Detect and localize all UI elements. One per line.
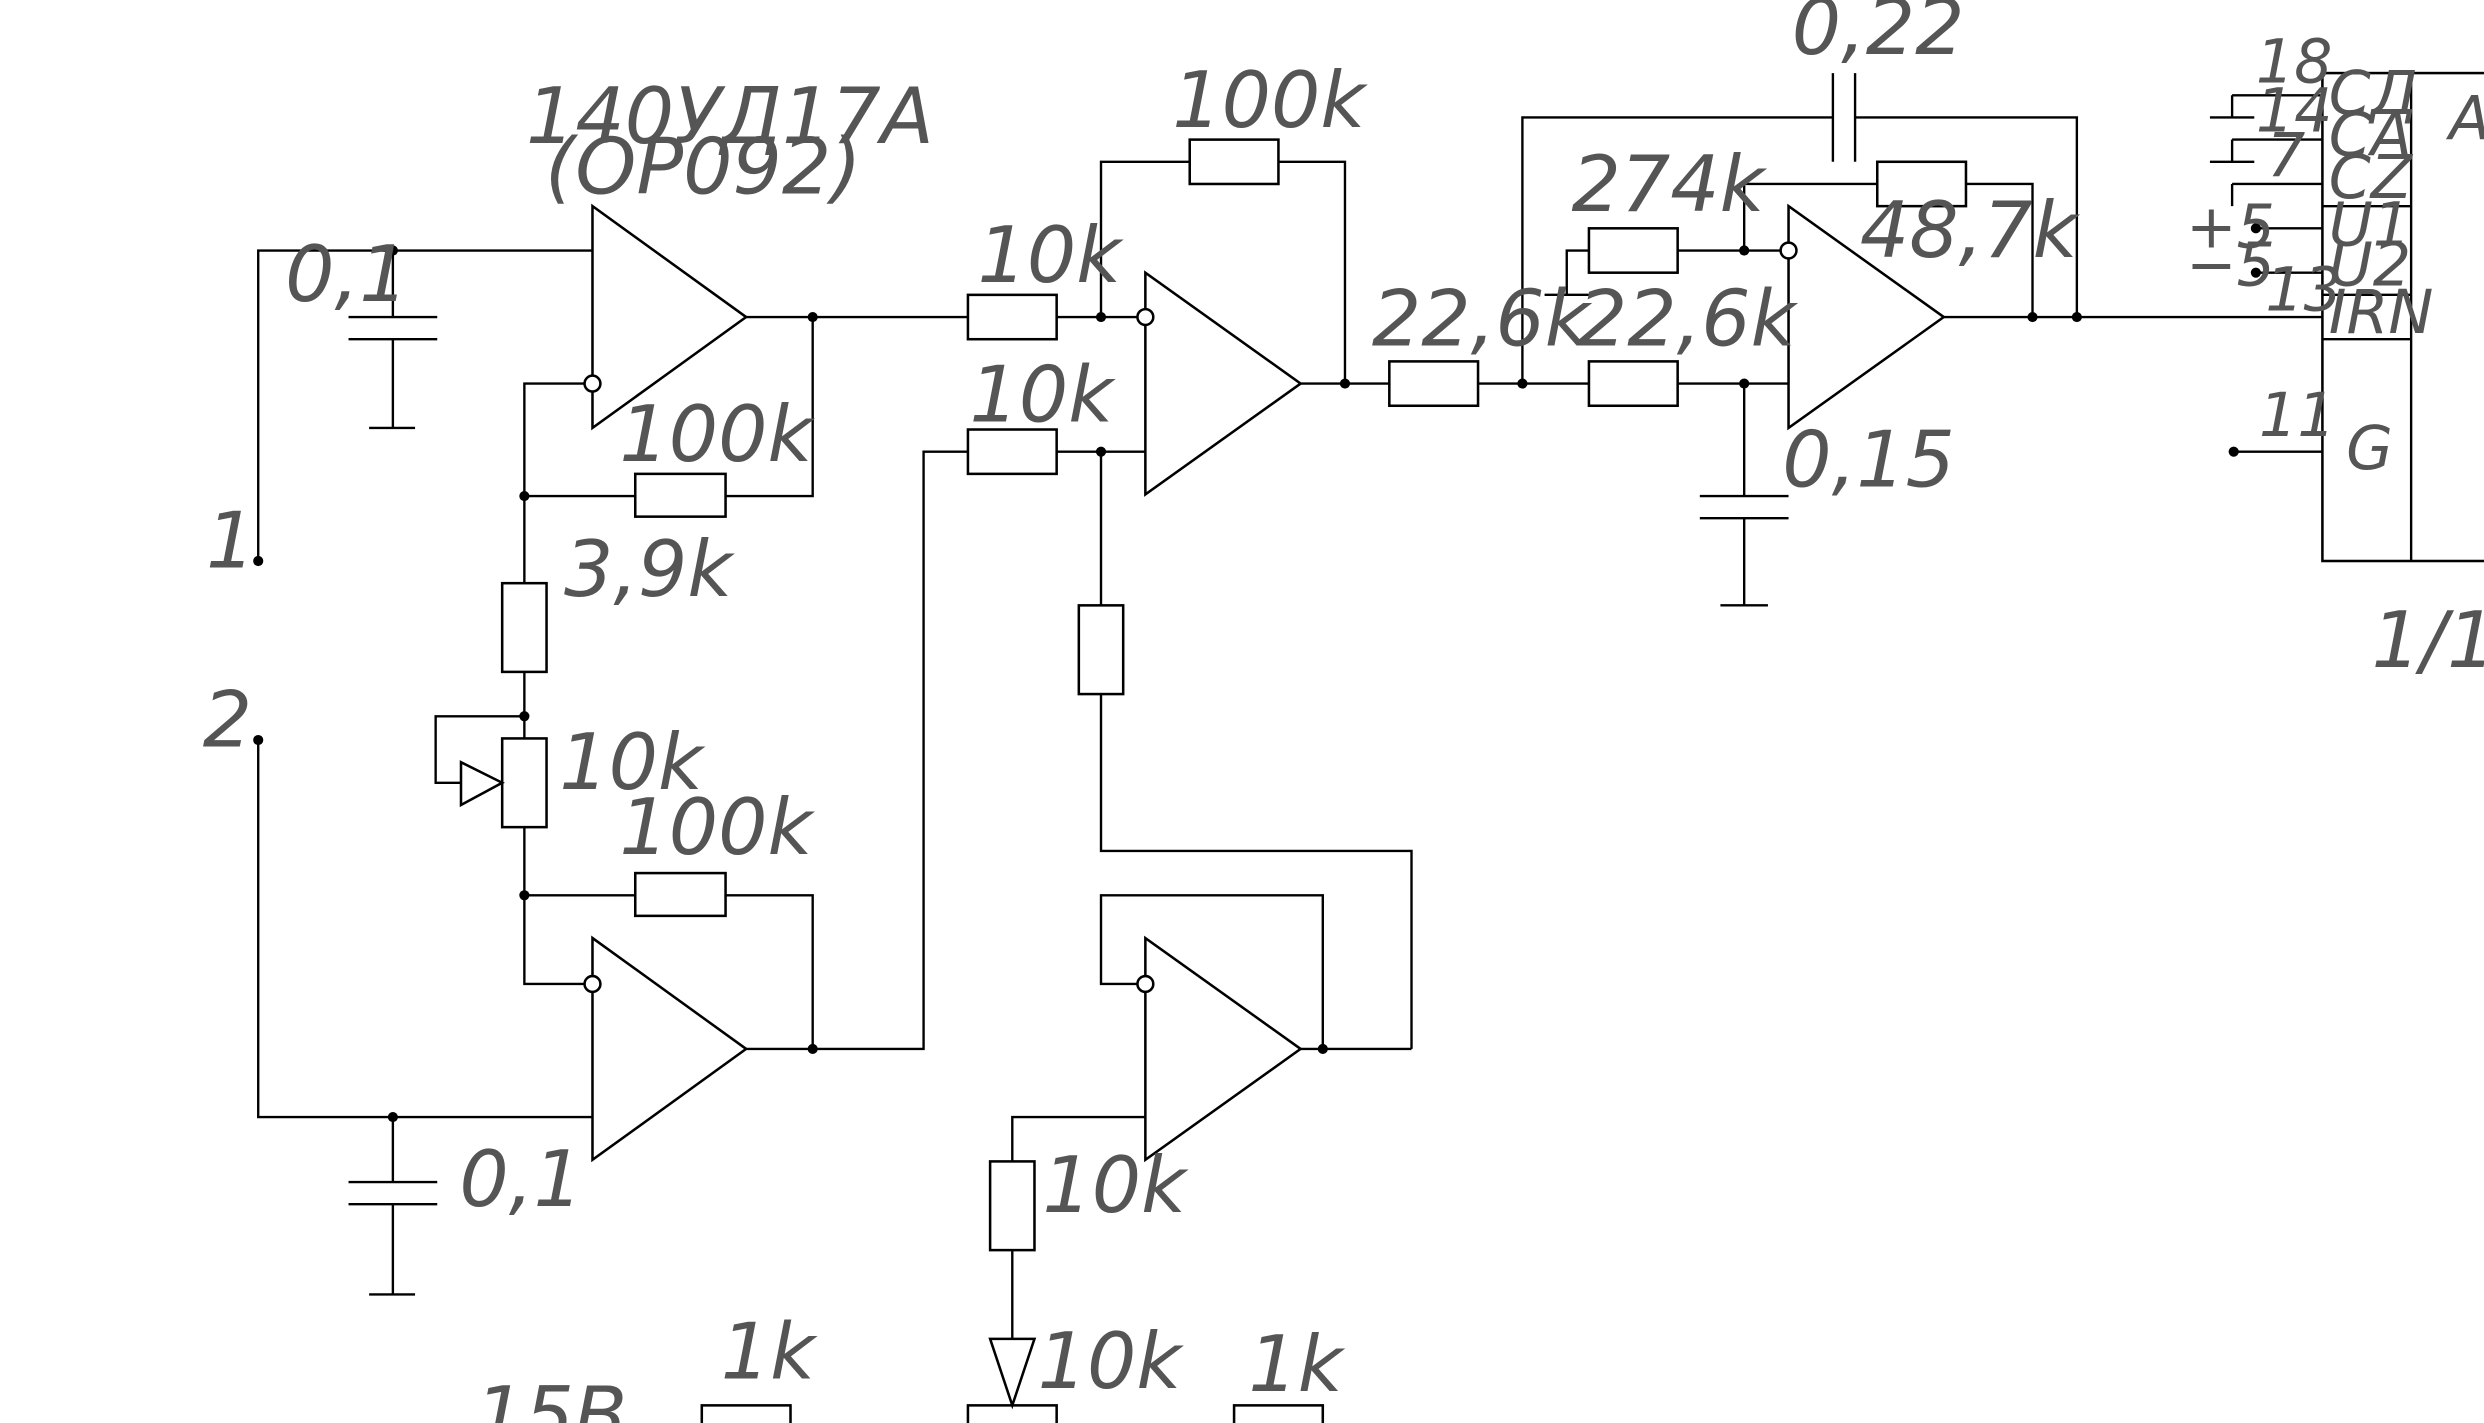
resistor-diff-fb xyxy=(1188,138,1280,186)
chip-pin-number-1: 18 xyxy=(2256,28,2333,98)
opamp-1 xyxy=(591,203,749,431)
label-r-274: 274k xyxy=(1572,140,1768,230)
opamp-buffer xyxy=(1144,935,1303,1163)
resistor-bottom-right xyxy=(1232,1404,1325,1423)
resistor-gain xyxy=(500,581,548,674)
resistors xyxy=(500,138,1968,1423)
chip-pin-number-3: 7 xyxy=(2267,121,2305,191)
pot-arrows xyxy=(459,760,1037,1410)
resistor-filter-1 xyxy=(1388,360,1480,408)
capacitors xyxy=(348,73,1857,1206)
resistor-bias xyxy=(988,1160,1036,1252)
label-r-gain: 3,9k xyxy=(564,525,735,615)
resistor-ref xyxy=(1077,604,1125,696)
chip-pin-number-6: 13 xyxy=(2265,256,2342,326)
pot-wiper-arrow xyxy=(459,760,505,808)
label-r-fb-bottom: 100k xyxy=(619,783,815,873)
label-chip-fraction: 1/1 xyxy=(2372,596,2484,686)
label-r-filter-2: 22,6k xyxy=(1578,275,1799,365)
label-r-pot: 10k xyxy=(559,718,706,808)
chip-title: A xyxy=(2445,85,2484,155)
chip-pin-name-5: U2 xyxy=(2329,230,2411,300)
resistor-48-7k xyxy=(1875,160,1968,208)
opamps xyxy=(583,203,1946,1163)
label-r-fb-top: 100k xyxy=(619,390,815,480)
capacitor-in-bottom xyxy=(348,1180,438,1206)
resistor-fb-top xyxy=(633,472,727,518)
label-opamp-alt: (OP092) xyxy=(545,122,862,212)
label-r-filter-1: 22,6k xyxy=(1372,275,1593,365)
resistor-fb-bottom xyxy=(633,871,727,918)
label-opamp-part: 140УД17А xyxy=(526,72,934,162)
pot-bottom-arrow xyxy=(988,1337,1037,1410)
label-r-in-b: 10k xyxy=(970,351,1117,441)
chip-pin-name-4: U1 xyxy=(2329,191,2411,261)
resistor-274k xyxy=(1587,227,1679,274)
resistor-filter-2 xyxy=(1587,360,1679,408)
chip-pin-name-2: СA xyxy=(2329,100,2412,170)
capacitor-filter xyxy=(1699,494,1789,520)
label-r-bottom-left: 1k xyxy=(721,1307,818,1397)
chip-pin-number-7: 11 xyxy=(2259,381,2336,451)
label-r-bottom-right: 1k xyxy=(1248,1320,1345,1410)
label-r-diff-fb: 100k xyxy=(1172,56,1368,146)
label-15b: 15В xyxy=(475,1371,627,1423)
opamp-diff xyxy=(1144,270,1303,497)
label-r-pot-bottom: 10k xyxy=(1038,1317,1185,1407)
label-cap-feedback: 0,22 xyxy=(1792,0,1965,73)
resistor-in-a xyxy=(966,293,1058,341)
label-r-487: 48,7k xyxy=(1860,186,2081,276)
chip-pin-name-7: G xyxy=(2346,414,2393,484)
capacitor-in-top xyxy=(348,315,438,341)
label-cap-in-top: 0,1 xyxy=(285,230,408,320)
resistor-bottom-left xyxy=(700,1404,792,1423)
capacitor-feedback xyxy=(1831,73,1857,162)
resistor-in-b xyxy=(966,428,1058,476)
chip-pin-name-3: CZ xyxy=(2329,143,2414,213)
resistor-pot xyxy=(500,737,548,829)
label-input-2: 2 xyxy=(203,675,252,765)
chip-pin-number-4: +5 xyxy=(2186,192,2275,262)
label-input-1: 1 xyxy=(206,496,255,586)
chip-pin-name-6: IRN xyxy=(2329,278,2434,348)
label-r-bias: 10k xyxy=(1042,1141,1189,1231)
chip-pin-name-1: СД xyxy=(2329,59,2418,129)
wires xyxy=(257,94,2323,1339)
adc-chip: A СД СA CZ U1 U2 IRN G 18 14 7 +5 −5 13 … xyxy=(2186,28,2484,563)
chip-pin-number-2: 14 xyxy=(2256,77,2333,147)
labels: 140УД17А (OP092) 0,1 0,1 0,22 0,15 100k … xyxy=(203,0,2484,1423)
opamp-filter xyxy=(1787,203,1946,431)
junctions xyxy=(253,223,2261,1123)
label-r-in-a: 10k xyxy=(977,211,1124,301)
opamp-2 xyxy=(591,935,749,1163)
chip-pin-number-5: −5 xyxy=(2186,230,2275,300)
label-cap-in-bottom: 0,1 xyxy=(459,1135,582,1225)
label-cap-filter: 0,15 xyxy=(1782,416,1955,506)
